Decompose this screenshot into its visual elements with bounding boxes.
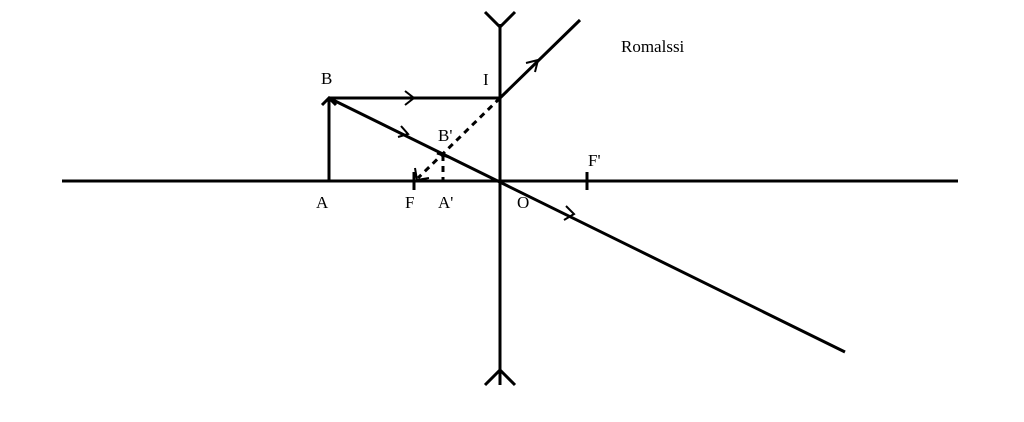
lens-top-tip bbox=[483, 10, 517, 30]
label-B: B bbox=[321, 69, 332, 88]
ray-through-center bbox=[328, 96, 846, 354]
object-arrow bbox=[320, 95, 338, 181]
lens-bottom-tip bbox=[483, 367, 517, 387]
virtual-ray-extension bbox=[416, 96, 502, 180]
watermark-text: Romalssi bbox=[621, 37, 685, 56]
label-F: F bbox=[405, 193, 414, 212]
ray-parallel-arrowhead bbox=[404, 90, 416, 106]
ray-refracted-diverging bbox=[498, 18, 582, 100]
label-F-prime: F' bbox=[588, 151, 601, 170]
ray-center-arrowhead-1 bbox=[397, 125, 410, 138]
label-I: I bbox=[483, 70, 489, 89]
label-O: O bbox=[517, 193, 529, 212]
label-A: A bbox=[316, 193, 329, 212]
virtual-ray-arrowhead bbox=[414, 167, 430, 182]
ray-center-arrowhead-2 bbox=[563, 205, 576, 221]
virtual-image-mark bbox=[436, 151, 450, 159]
ray-refracted-arrowhead bbox=[525, 58, 540, 73]
label-A-prime: A' bbox=[438, 193, 453, 212]
diverging-lens bbox=[483, 10, 517, 387]
label-B-prime: B' bbox=[438, 126, 452, 145]
